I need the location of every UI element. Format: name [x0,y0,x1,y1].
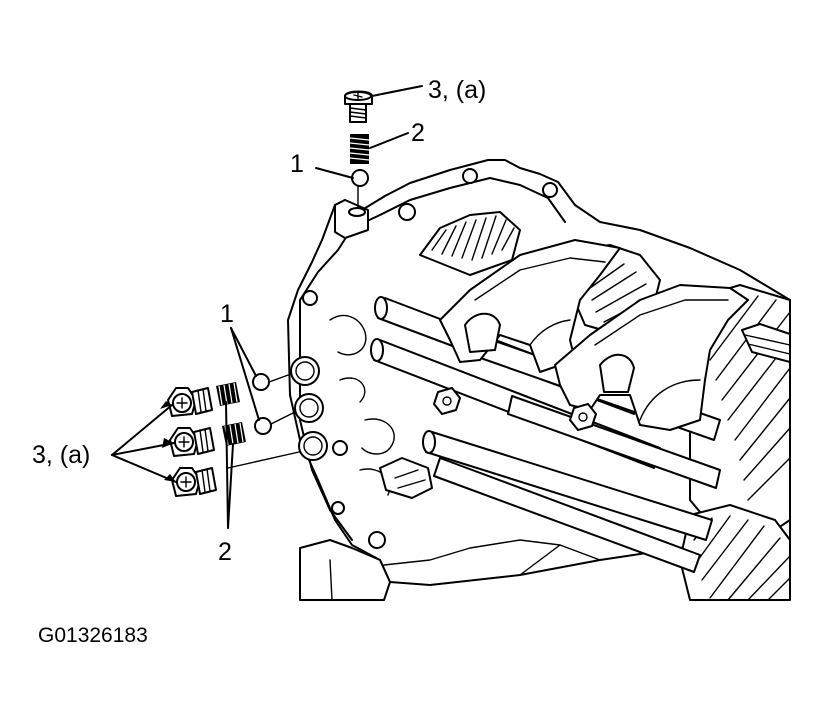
callout-top-bolt: 3, (a) [428,76,486,104]
figure-code: G01326183 [38,624,148,647]
top-detent-spring [349,134,370,164]
arrowheads [160,401,176,482]
callout-side-springs: 2 [218,538,232,566]
callout-side-balls: 1 [220,300,234,328]
side-plug-bolt [167,387,213,417]
callout-top-ball: 1 [290,150,304,178]
leader-lines [111,85,423,529]
fork-lock-bolt [433,387,461,415]
side-plug-bolt [171,467,217,497]
fork-lock-bolt [569,403,597,431]
side-plug-bolt [169,427,215,457]
side-detent-bores [290,356,328,461]
side-plug-bolts [167,387,217,497]
callout-side-bolts: 3, (a) [32,441,90,469]
top-detent-ball [351,169,369,187]
callout-top-spring: 2 [411,119,425,147]
top-detent-assembly [344,90,373,187]
side-detent-springs [216,382,246,446]
side-detent-ball [254,417,272,435]
shift-forks [379,239,749,499]
side-detent-spring [216,382,240,406]
top-plug-bolt [344,90,373,123]
side-detent-balls [252,373,272,435]
